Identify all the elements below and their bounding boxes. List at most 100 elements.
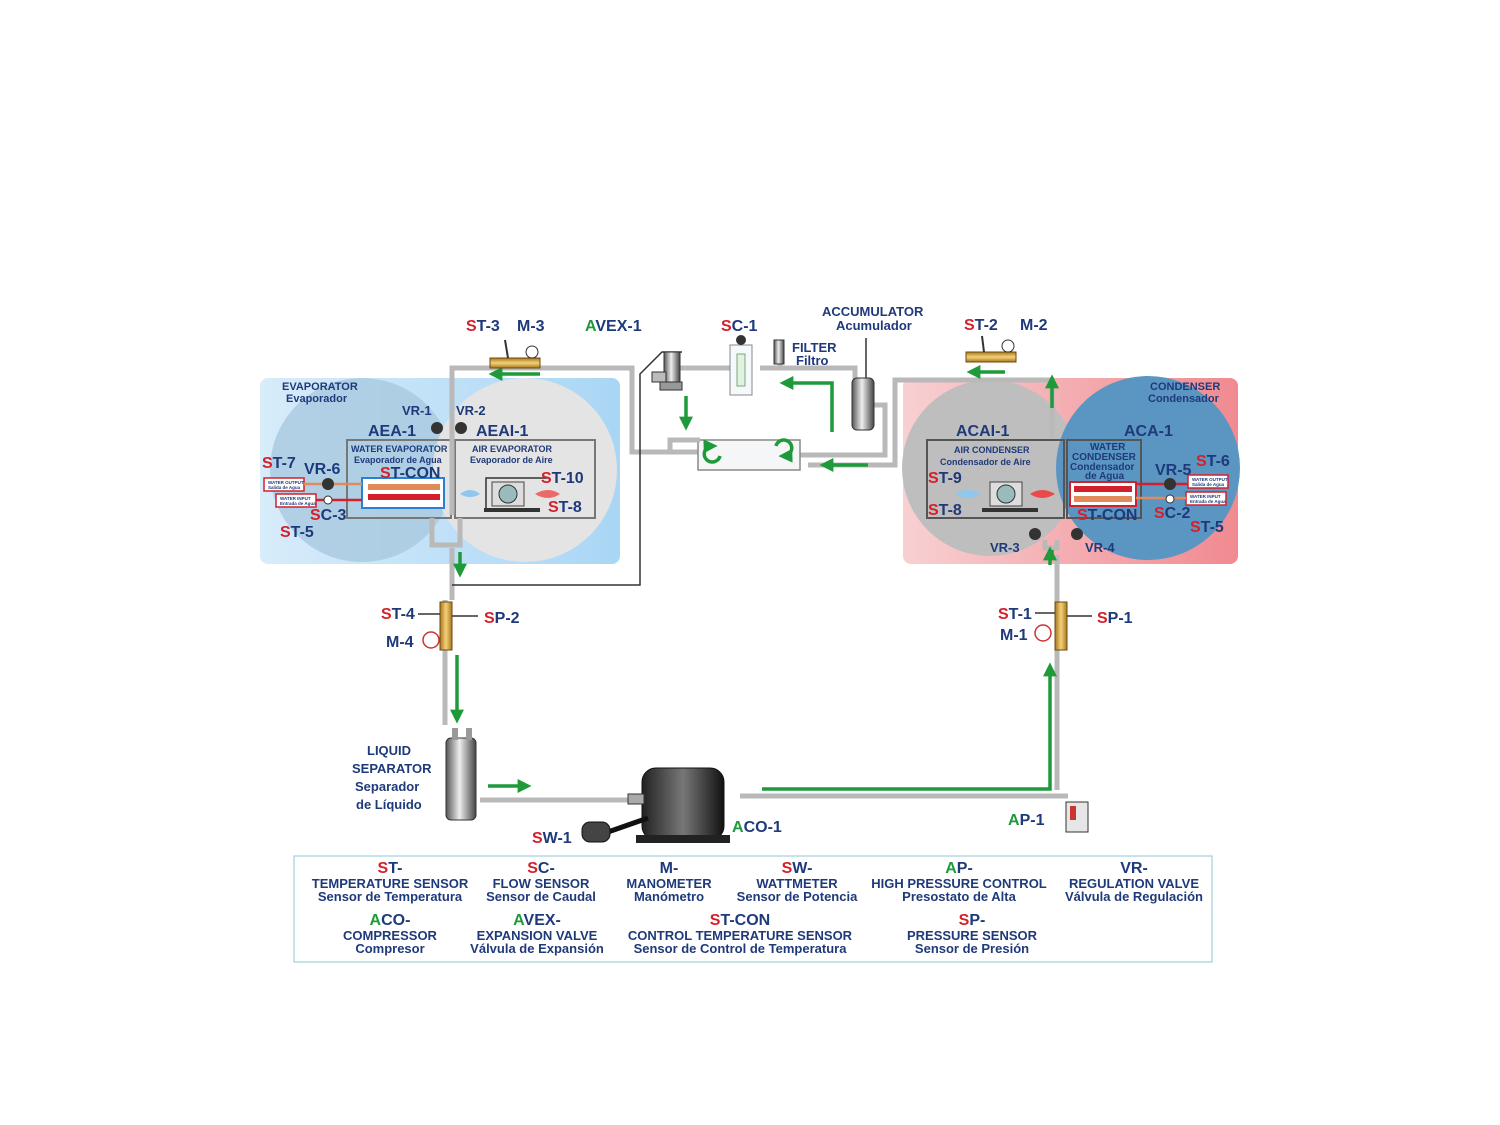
st8-cond-tag: ST-8 [928,502,962,519]
st5-evap-tag: ST-5 [280,524,314,541]
st8-evap-tag: ST-8 [548,499,582,516]
filter [773,339,785,365]
legend-code: SC- [527,860,555,877]
legend-name: EXPANSION VALVE [477,928,598,943]
cond-water-output: WATER OUTPUT Salida de Agua [1187,474,1229,489]
st6-tag: ST-6 [1196,453,1230,470]
accumulator [851,338,875,431]
legend-name: CONTROL TEMPERATURE SENSOR [628,928,853,943]
sp2-tag: SP-2 [484,610,520,627]
water-condenser-title-2: CONDENSER [1072,452,1137,463]
ap1-tag: AP-1 [1008,812,1045,829]
m3-gauge [525,345,539,359]
svg-text:Salida de Agua: Salida de Agua [1192,482,1225,487]
m3-tag: M-3 [517,318,545,335]
vr4-tag: VR-4 [1085,540,1115,555]
aeai1-label: AEAI-1 [476,423,529,440]
condenser-panel: CONDENSER Condensador ACAI-1 ACA-1 AIR C… [902,376,1240,564]
air-condenser-subtitle: Condensador de Aire [940,457,1031,467]
legend-name: PRESSURE SENSOR [907,928,1038,943]
filter-label: FILTER [792,340,837,355]
liquid-separator [445,728,477,821]
legend-code: ST-CON [710,912,770,929]
filter-sublabel: Filtro [796,353,829,368]
svg-text:Entrada de Agua: Entrada de Agua [1190,499,1226,504]
st3-probe [504,339,509,359]
sc2-tag: SC-2 [1154,505,1191,522]
liquid-separator-label-2: SEPARATOR [352,761,432,776]
legend-subtitle: Sensor de Control de Temperatura [634,941,848,956]
svg-text:Entrada de Agua: Entrada de Agua [280,501,316,506]
legend-code: AP- [945,860,973,877]
air-condenser-title: AIR CONDENSER [954,445,1030,455]
vr2-tag: VR-2 [456,403,486,418]
acai1-label: ACAI-1 [956,423,1009,440]
legend-code: M- [660,860,679,877]
st7-tag: ST-7 [262,455,296,472]
st3-tag: ST-3 [466,318,500,335]
water-condenser-sub-2: de Agua [1085,471,1125,482]
evap-pressure-assembly [418,601,478,651]
legend-name: FLOW SENSOR [493,876,590,891]
air-evaporator-subtitle: Evaporador de Aire [470,455,553,465]
sc3-tag: SC-3 [310,507,347,524]
m1-tag: M-1 [1000,627,1028,644]
evaporator-title: EVAPORATOR [282,381,358,393]
aca1-label: ACA-1 [1124,423,1173,440]
compressor [581,767,730,843]
legend-code: AVEX- [513,912,561,929]
legend-name: COMPRESSOR [343,928,438,943]
legend-subtitle: Sensor de Caudal [486,889,596,904]
flow-arrows [450,365,1059,793]
legend-subtitle: Manómetro [634,889,704,904]
legend-subtitle: Válvula de Regulación [1065,889,1203,904]
sw1-tag: SW-1 [532,830,572,847]
m4-tag: M-4 [386,634,414,651]
legend-name: MANOMETER [626,876,712,891]
water-condenser-sub-1: Condensador [1070,462,1135,473]
legend-subtitle: Presostato de Alta [902,889,1016,904]
legend-code: ST- [378,860,403,877]
cond-pressure-assembly [1034,601,1092,651]
expansion-valve [651,351,683,391]
legend-name: REGULATION VALVE [1069,876,1199,891]
water-evaporator-subtitle: Evaporador de Agua [354,455,443,465]
evaporator-subtitle: Evaporador [286,393,348,405]
m2-tag: M-2 [1020,317,1048,334]
liquid-separator-label-4: de Líquido [356,797,422,812]
legend-subtitle: Sensor de Temperatura [318,889,463,904]
liquid-separator-label-3: Separador [355,779,419,794]
st4-tag: ST-4 [381,606,415,623]
legend-subtitle: Compresor [355,941,424,956]
svg-text:Salida de Agua: Salida de Agua [268,485,301,490]
high-pressure-control [1065,801,1089,833]
evap-suction-tube [489,357,541,369]
st9-tag: ST-9 [928,470,962,487]
legend-code: SW- [782,860,813,877]
vr3-tag: VR-3 [990,540,1020,555]
evap-water-output: WATER OUTPUT Salida de Agua [263,477,305,492]
svg-text:WATER OUTPUT: WATER OUTPUT [1192,477,1228,482]
air-evaporator-title: AIR EVAPORATOR [472,444,553,454]
condenser-subtitle: Condensador [1148,393,1220,405]
accumulator-label: ACCUMULATOR [822,304,924,319]
st10-tag: ST-10 [541,470,584,487]
legend-subtitle: Sensor de Presión [915,941,1029,956]
m2-gauge [1001,339,1015,353]
st1-tag: ST-1 [998,606,1032,623]
legend-subtitle: Válvula de Expansión [470,941,604,956]
stcon-cond-tag: ST-CON [1077,507,1137,524]
vr5-tag: VR-5 [1155,462,1192,479]
water-evaporator-title: WATER EVAPORATOR [351,444,448,454]
valves [322,422,1176,540]
avex1-tag: AVEX-1 [585,318,642,335]
legend-code: SP- [959,912,986,929]
